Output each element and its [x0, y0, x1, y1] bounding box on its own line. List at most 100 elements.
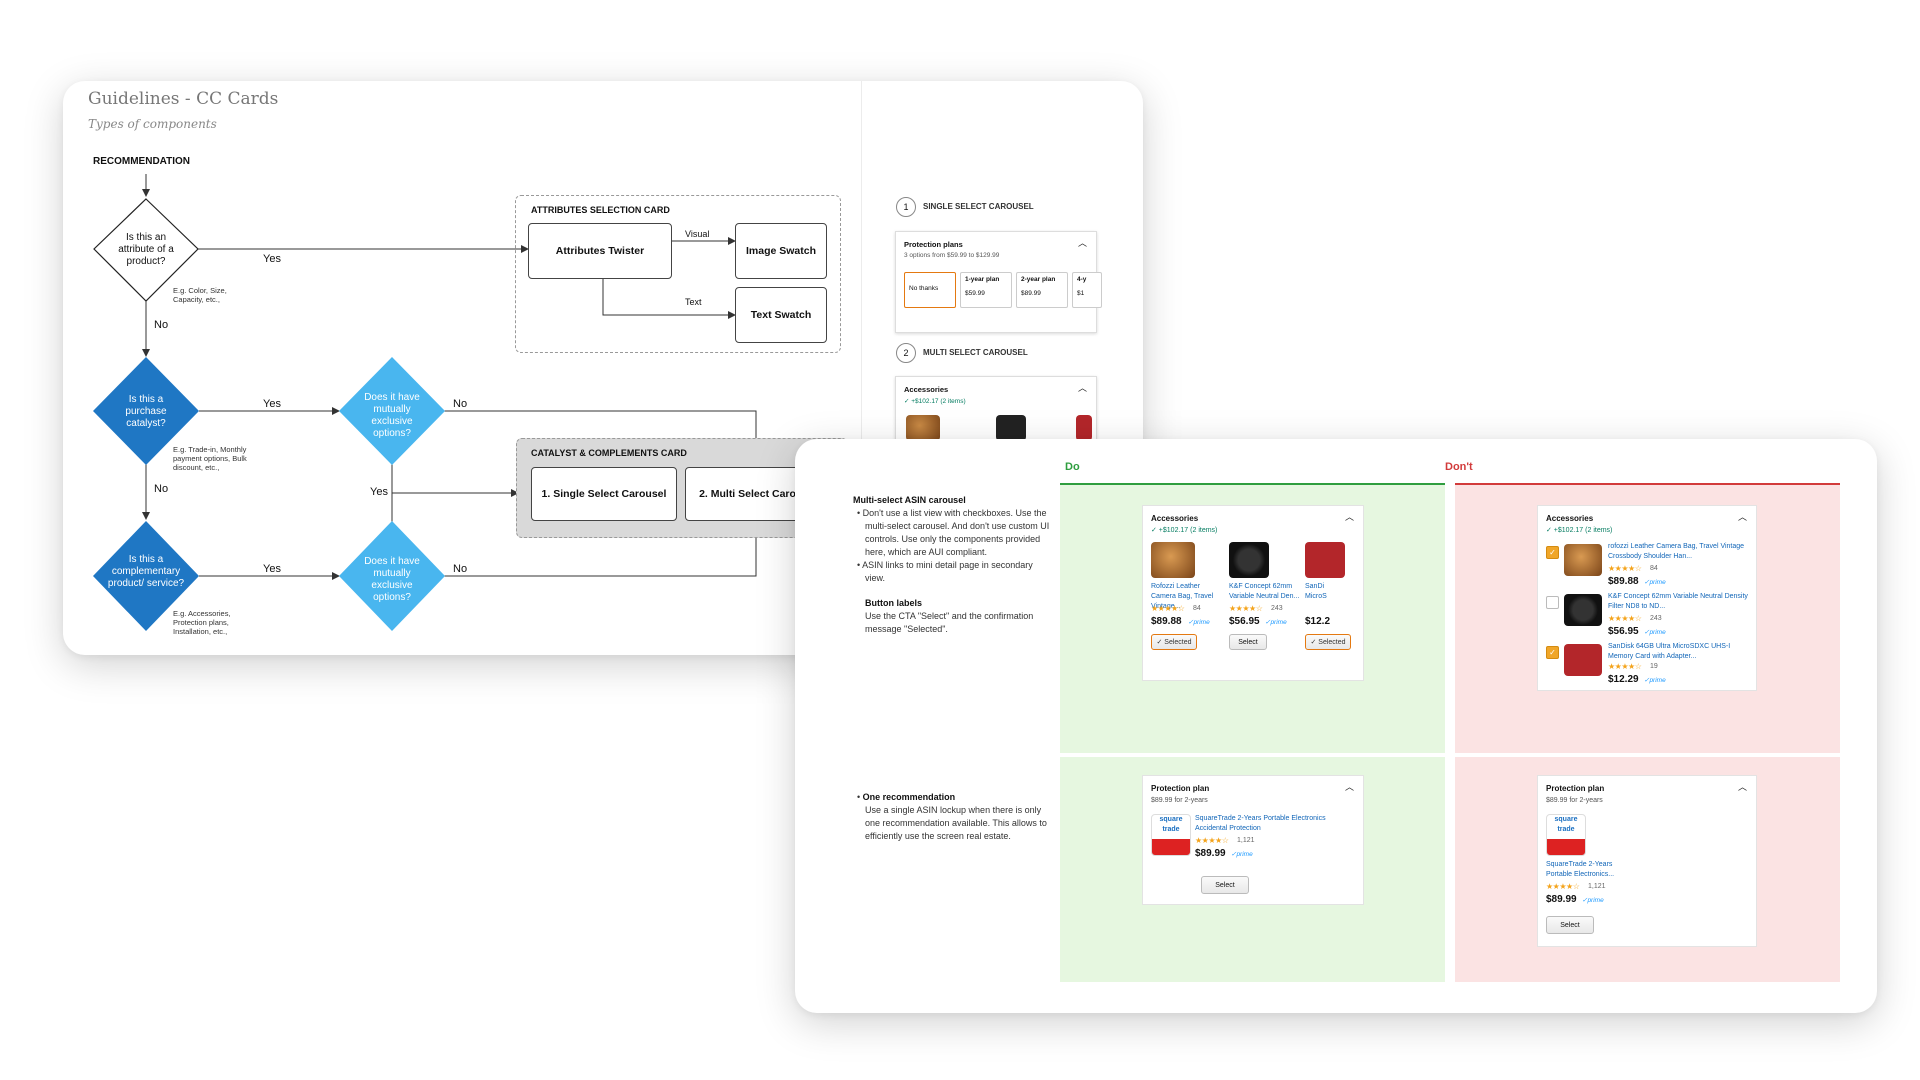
- prime-icon: ✓prime: [1188, 618, 1210, 626]
- prime-icon: ✓prime: [1644, 676, 1666, 684]
- do-accessories-card: Accessories ︿ ✓ +$102.17 (2 items) Rofoz…: [1142, 505, 1364, 681]
- chevron-up-icon[interactable]: ︿: [1078, 236, 1087, 249]
- chevron-up-icon[interactable]: ︿: [1738, 780, 1747, 793]
- dont-plan-reviews: 1,121: [1588, 883, 1606, 890]
- do-plan-link[interactable]: SquareTrade 2-Years Portable Electronics…: [1195, 814, 1355, 834]
- dont-p2-link[interactable]: K&F Concept 62mm Variable Neutral Densit…: [1608, 592, 1748, 612]
- opt-none-label: No thanks: [909, 285, 938, 292]
- star-rating-icon: ★★★★☆: [1229, 604, 1262, 613]
- chevron-up-icon[interactable]: ︿: [1738, 510, 1747, 523]
- opt2-price: $89.99: [1021, 290, 1041, 297]
- squaretrade-logo[interactable]: square trade: [1151, 814, 1191, 856]
- visual-label: Visual: [685, 229, 709, 239]
- option-no-thanks[interactable]: No thanks: [904, 272, 956, 308]
- section-multi-select: Multi-select ASIN carousel • Don't use a…: [853, 494, 1053, 636]
- do-plan-reviews: 1,121: [1237, 837, 1255, 844]
- dont-p3-price: $12.29: [1608, 674, 1639, 685]
- single-select-title: SINGLE SELECT CAROUSEL: [923, 202, 1034, 211]
- checkbox-unchecked[interactable]: [1546, 596, 1559, 609]
- do-p3-link[interactable]: SanDi MicroS: [1305, 582, 1335, 602]
- checkbox-checked[interactable]: ✓: [1546, 646, 1559, 659]
- dont-acc-total: ✓ +$102.17 (2 items): [1546, 526, 1612, 534]
- excl1-text: Does it have mutually exclusive options?: [355, 392, 429, 440]
- sd-card-image[interactable]: [1305, 542, 1345, 578]
- filter-image[interactable]: [1229, 542, 1269, 578]
- option-1-year[interactable]: 1-year plan$59.99: [960, 272, 1012, 308]
- do-plan-price: $89.99: [1195, 848, 1226, 859]
- excl1-yes: Yes: [370, 486, 388, 498]
- select-button[interactable]: Select: [1201, 876, 1249, 894]
- dont-plan-price: $89.99: [1546, 894, 1577, 905]
- chevron-up-icon[interactable]: ︿: [1078, 381, 1087, 394]
- dont-plan-title: Protection plan: [1546, 784, 1604, 793]
- option-4-year[interactable]: 4-y$1: [1072, 272, 1102, 308]
- selected-button[interactable]: ✓ Selected: [1305, 634, 1351, 650]
- dont-p3-reviews: 19: [1650, 663, 1658, 670]
- star-rating-icon: ★★★★☆: [1151, 604, 1184, 613]
- camera-bag-image[interactable]: [1564, 544, 1602, 576]
- option-2-year[interactable]: 2-year plan $89.99: [1016, 272, 1068, 308]
- d2-yes: Yes: [263, 398, 281, 410]
- dont-accessories-card: Accessories ︿ ✓ +$102.17 (2 items) ✓ rof…: [1537, 505, 1757, 691]
- guidelines-card: Do Don't Multi-select ASIN carousel • Do…: [795, 439, 1877, 1013]
- prime-icon: ✓prime: [1265, 618, 1287, 626]
- star-rating-icon: ★★★★☆: [1546, 882, 1579, 891]
- squaretrade-logo[interactable]: square trade: [1546, 814, 1586, 856]
- do-p2-link[interactable]: K&F Concept 62mm Variable Neutral Den...: [1229, 582, 1303, 602]
- checkbox-checked[interactable]: ✓: [1546, 546, 1559, 559]
- d3-yes: Yes: [263, 563, 281, 575]
- plans-title: Protection plans: [904, 240, 963, 249]
- sd-card-image[interactable]: [1076, 415, 1092, 441]
- d1-text: Is this an attribute of a product?: [107, 232, 185, 268]
- protection-plans-card: Protection plans ︿ 3 options from $59.99…: [895, 231, 1097, 333]
- dont-acc-title: Accessories: [1546, 514, 1593, 523]
- step-number-1: 1: [896, 197, 916, 217]
- select-button[interactable]: Select: [1229, 634, 1267, 650]
- catalyst-card-label: CATALYST & COMPLEMENTS CARD: [531, 448, 687, 458]
- opt1-price: $59.99: [965, 290, 985, 297]
- do-p3-price: $12.2: [1305, 616, 1330, 627]
- text-swatch-box: Text Swatch: [735, 287, 827, 343]
- dont-label: Don't: [1445, 461, 1473, 473]
- section-one-rec: • One recommendation Use a single ASIN l…: [853, 791, 1053, 843]
- dont-plan-link[interactable]: SquareTrade 2-Years Portable Electronics…: [1546, 860, 1626, 880]
- dont-plan-sub: $89.99 for 2-years: [1546, 797, 1603, 804]
- plans-subtitle: 3 options from $59.99 to $129.99: [904, 252, 999, 259]
- chevron-up-icon[interactable]: ︿: [1345, 780, 1354, 793]
- do-p1-reviews: 84: [1193, 605, 1201, 612]
- d3-text: Is this a complementary product/ service…: [105, 554, 187, 590]
- camera-bag-image[interactable]: [1151, 542, 1195, 578]
- d1-note: E.g. Color, Size, Capacity, etc.,: [173, 286, 243, 304]
- filter-image[interactable]: [996, 415, 1026, 441]
- sec1-bullet-3: Use the CTA "Select" and the confirmatio…: [853, 610, 1053, 636]
- star-rating-icon: ★★★★☆: [1195, 836, 1228, 845]
- d2-text: Is this a purchase catalyst?: [109, 394, 183, 430]
- d2-note: E.g. Trade-in, Monthly payment options, …: [173, 445, 263, 472]
- sec2-title: One recommendation: [863, 792, 956, 802]
- chevron-up-icon[interactable]: ︿: [1345, 510, 1354, 523]
- image-swatch-box: Image Swatch: [735, 223, 827, 279]
- dont-p1-price: $89.88: [1608, 576, 1639, 587]
- dont-protection-card: Protection plan ︿ $89.99 for 2-years squ…: [1537, 775, 1757, 947]
- excl2-no: No: [453, 563, 467, 575]
- d1-no: No: [154, 319, 168, 331]
- do-acc-total: ✓ +$102.17 (2 items): [1151, 526, 1217, 534]
- dont-p3-link[interactable]: SanDisk 64GB Ultra MicroSDXC UHS-I Memor…: [1608, 642, 1748, 662]
- opt3-label: 4-y: [1077, 276, 1086, 283]
- do-label: Do: [1065, 461, 1080, 473]
- sd-card-image[interactable]: [1564, 644, 1602, 676]
- do-plan-title: Protection plan: [1151, 784, 1209, 793]
- select-button[interactable]: Select: [1546, 916, 1594, 934]
- attributes-card-label: ATTRIBUTES SELECTION CARD: [531, 205, 670, 215]
- prime-icon: ✓prime: [1231, 850, 1253, 858]
- dont-p1-link[interactable]: rofozzi Leather Camera Bag, Travel Vinta…: [1608, 542, 1748, 562]
- sec1-bullet-3-title: Button labels: [865, 598, 922, 608]
- do-acc-title: Accessories: [1151, 514, 1198, 523]
- filter-image[interactable]: [1564, 594, 1602, 626]
- camera-bag-image[interactable]: [906, 415, 940, 441]
- prime-icon: ✓prime: [1582, 896, 1604, 904]
- selected-button[interactable]: ✓ Selected: [1151, 634, 1197, 650]
- opt2-label: 2-year plan: [1021, 276, 1055, 283]
- excl2-text: Does it have mutually exclusive options?: [355, 556, 429, 604]
- do-plan-sub: $89.99 for 2-years: [1151, 797, 1208, 804]
